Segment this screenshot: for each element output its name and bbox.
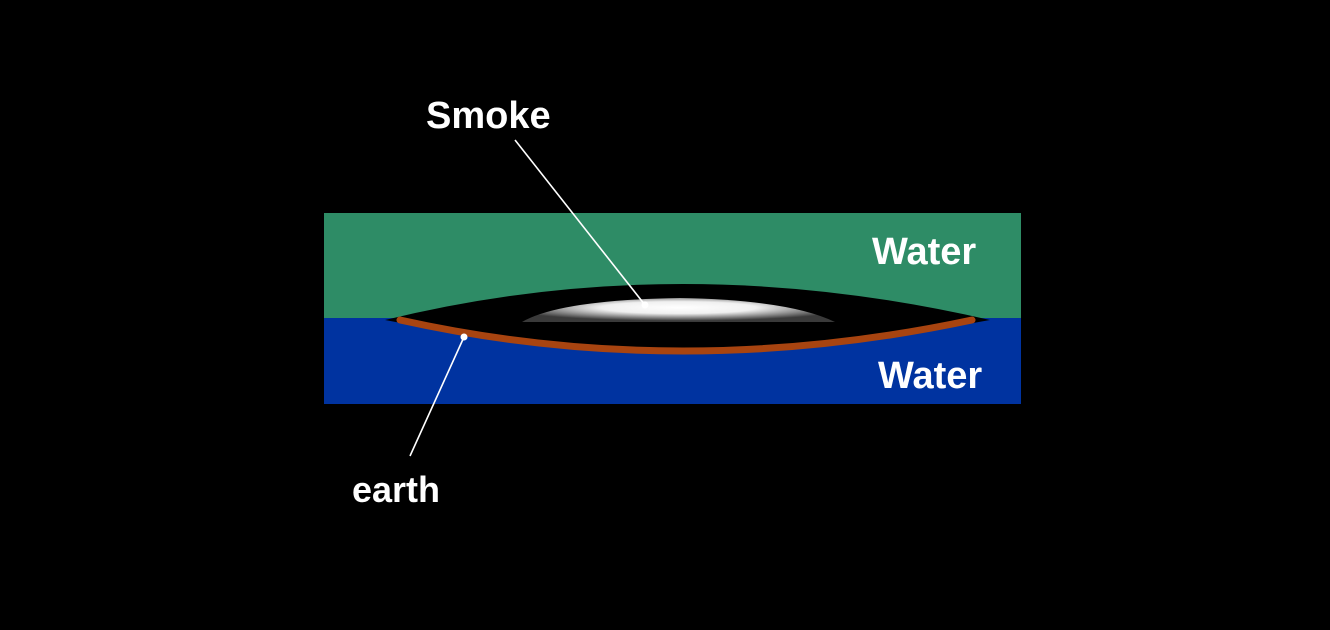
- earth-leader-dot: [460, 333, 468, 341]
- earth-label: earth: [352, 469, 440, 510]
- smoke-bubble: [522, 298, 835, 322]
- earth-leader-line: [409, 336, 465, 457]
- lower-water-label: Water: [878, 355, 982, 397]
- smoke-leader-line: [514, 139, 646, 306]
- smoke-label: Smoke: [426, 95, 551, 137]
- smoke-leader-dot: [641, 301, 649, 309]
- earth-layer: [396, 316, 976, 355]
- upper-water-label: Water: [872, 231, 976, 273]
